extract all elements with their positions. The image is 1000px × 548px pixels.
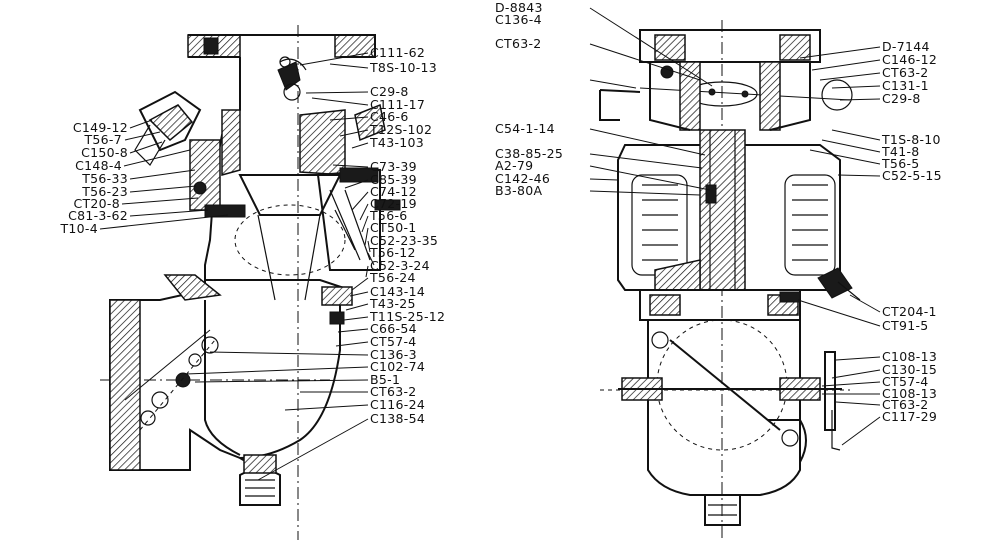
part-label: C146-12 bbox=[882, 52, 937, 67]
right-view-labels-left: D-8843 C136-4 CT63-2 C54-1-14 C38-85-25 … bbox=[495, 0, 563, 198]
part-label: T11S-25-12 bbox=[369, 309, 445, 324]
part-label: B3-80A bbox=[495, 183, 542, 198]
part-label: C85-39 bbox=[370, 172, 417, 187]
part-label: CT204-1 bbox=[882, 304, 937, 319]
part-label: C149-12 bbox=[73, 120, 128, 135]
part-label: C148-4 bbox=[75, 158, 122, 173]
part-label: T56-12 bbox=[369, 245, 416, 260]
part-label: C102-74 bbox=[370, 359, 425, 374]
part-label: C138-54 bbox=[370, 411, 425, 426]
part-label: T8S-10-13 bbox=[369, 60, 437, 75]
left-cutaway-drawing bbox=[100, 25, 401, 540]
part-label: T56-23 bbox=[81, 184, 128, 199]
part-label: D-7144 bbox=[882, 39, 930, 54]
part-label: T41-8 bbox=[881, 144, 920, 159]
part-label: C143-14 bbox=[370, 284, 425, 299]
part-label: C29-8 bbox=[370, 84, 409, 99]
part-label: CT91-5 bbox=[882, 318, 929, 333]
part-label: C54-1-14 bbox=[495, 121, 555, 136]
part-label: CT63-2 bbox=[882, 397, 929, 412]
part-label: C136-4 bbox=[495, 12, 542, 27]
part-label: C130-15 bbox=[882, 362, 937, 377]
part-label: C136-3 bbox=[370, 347, 417, 362]
part-label: T56-7 bbox=[83, 132, 122, 147]
part-label: C66-54 bbox=[370, 321, 417, 336]
part-label: C131-1 bbox=[882, 78, 929, 93]
part-label: C72-19 bbox=[370, 196, 417, 211]
part-label: C46-6 bbox=[370, 109, 409, 124]
part-label: T56-33 bbox=[81, 171, 128, 186]
part-label: T43-25 bbox=[369, 296, 416, 311]
part-label: C117-29 bbox=[882, 409, 937, 424]
part-label: T43-103 bbox=[369, 135, 424, 150]
part-label: C52-5-15 bbox=[882, 168, 942, 183]
leader-lines bbox=[99, 7, 881, 481]
part-label: CT57-4 bbox=[882, 374, 929, 389]
part-label: C52-23-35 bbox=[370, 233, 438, 248]
part-label: A2-79 bbox=[495, 158, 533, 173]
part-label: D-8843 bbox=[495, 0, 543, 15]
part-label: C108-13 bbox=[882, 349, 937, 364]
part-label: C38-85-25 bbox=[495, 146, 563, 161]
part-label: C74-12 bbox=[370, 184, 417, 199]
left-view-labels-left: C149-12 T56-7 C150-8 C148-4 T56-33 T56-2… bbox=[59, 120, 128, 236]
part-label: CT63-2 bbox=[882, 65, 929, 80]
part-label: T56-6 bbox=[369, 208, 408, 223]
part-label: T56-5 bbox=[881, 156, 920, 171]
part-label: C52-3-24 bbox=[370, 258, 430, 273]
right-cutaway-drawing bbox=[599, 20, 861, 540]
right-view-labels-right: D-7144 C146-12 CT63-2 C131-1 C29-8 T1S-8… bbox=[881, 39, 942, 424]
part-label: B5-1 bbox=[370, 372, 400, 387]
part-label: C116-24 bbox=[370, 397, 425, 412]
part-label: T1S-8-10 bbox=[881, 132, 941, 147]
part-label: C111-17 bbox=[370, 97, 425, 112]
part-label: C108-13 bbox=[882, 386, 937, 401]
part-label: CT50-1 bbox=[370, 220, 417, 235]
part-label: C111-62 bbox=[370, 45, 425, 60]
part-label: CT63-2 bbox=[370, 384, 417, 399]
part-label: T10-4 bbox=[59, 221, 98, 236]
part-label: C29-8 bbox=[882, 91, 921, 106]
part-label: C150-8 bbox=[81, 145, 128, 160]
part-label: C142-46 bbox=[495, 171, 550, 186]
part-label: CT63-2 bbox=[495, 36, 542, 51]
part-label: C73-39 bbox=[370, 159, 417, 174]
part-label: T12S-102 bbox=[369, 122, 432, 137]
part-label: T56-24 bbox=[369, 270, 416, 285]
part-label: C81-3-62 bbox=[68, 208, 128, 223]
part-label: CT57-4 bbox=[370, 334, 417, 349]
left-view-labels-right: C111-62 T8S-10-13 C29-8 C111-17 C46-6 T1… bbox=[369, 45, 445, 426]
part-label: CT20-8 bbox=[73, 196, 120, 211]
